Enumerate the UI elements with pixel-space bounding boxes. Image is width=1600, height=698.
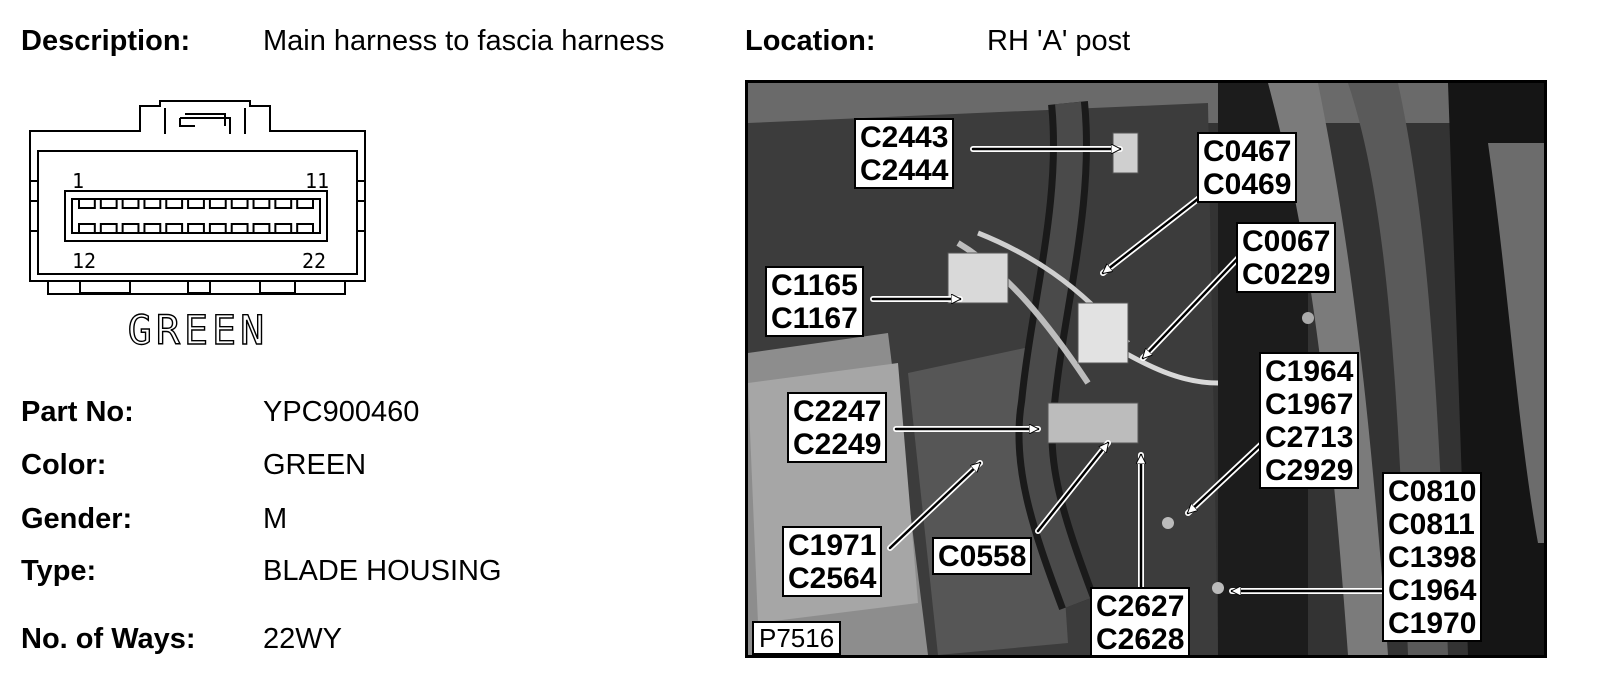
- callout-code: C0469: [1203, 168, 1292, 201]
- callout-code: C2628: [1096, 623, 1185, 656]
- pin-label-first-top: 1: [72, 169, 84, 193]
- callout-code: C0067: [1242, 225, 1331, 258]
- callout-c0558: C0558: [932, 537, 1033, 575]
- pin-label-last-top: 11: [305, 169, 329, 193]
- terminal-slot-top: [99, 199, 118, 209]
- terminal-slot-top: [78, 199, 96, 209]
- terminal-slot-top: [230, 199, 249, 209]
- callout-c0067-c0229: C0067 C0229: [1236, 222, 1337, 293]
- terminal-slot-bottom: [252, 223, 271, 233]
- callout-code: C1964: [1265, 355, 1354, 388]
- terminal-slot-top: [296, 199, 314, 209]
- callout-code: C2443: [860, 121, 949, 154]
- location-photo: C2443 C2444 C0467 C0469 C0067 C0229 C116…: [745, 80, 1547, 658]
- callout-c1971-c2564: C1971 C2564: [782, 526, 883, 597]
- callout-c2247-c2249: C2247 C2249: [787, 392, 888, 463]
- callout-code: C1970: [1388, 607, 1477, 640]
- pin-label-first-bottom: 12: [72, 249, 96, 273]
- terminal-slot-bottom: [78, 223, 96, 233]
- type-value: BLADE HOUSING: [263, 555, 502, 587]
- terminal-slot-bottom: [208, 223, 227, 233]
- callout-c0467-c0469: C0467 C0469: [1197, 132, 1298, 203]
- terminal-slot-bottom: [274, 223, 293, 233]
- callout-code: C2249: [793, 428, 882, 461]
- color-value: GREEN: [263, 449, 367, 481]
- terminal-slot-bottom: [187, 223, 205, 233]
- color-label: Color:: [21, 449, 107, 481]
- callout-c0810-c1970: C0810 C0811 C1398 C1964 C1970: [1382, 472, 1483, 642]
- callout-c2627-c2628: C2627 C2628: [1090, 587, 1191, 656]
- location-value: RH 'A' post: [987, 25, 1131, 57]
- callout-code: C2929: [1265, 454, 1354, 487]
- terminal-slot-bottom: [296, 223, 314, 233]
- terminal-slot-bottom: [99, 223, 118, 233]
- ways-value: 22WY: [263, 623, 342, 655]
- callout-code: C1398: [1388, 541, 1477, 574]
- part-no-value: YPC900460: [263, 396, 420, 428]
- terminal-slot-bottom: [230, 223, 249, 233]
- callout-c1964-c2929: C1964 C1967 C2713 C2929: [1259, 352, 1360, 489]
- terminal-slot-top: [143, 199, 162, 209]
- callout-code: C2564: [788, 562, 877, 595]
- terminal-slot-bottom: [165, 223, 184, 233]
- terminal-slot-top: [274, 199, 293, 209]
- callout-code: C2713: [1265, 421, 1354, 454]
- terminal-slot-top: [121, 199, 140, 209]
- callout-code: C1964: [1388, 574, 1477, 607]
- location-label: Location:: [745, 25, 876, 57]
- terminal-slot-top: [208, 199, 227, 209]
- type-label: Type:: [21, 555, 97, 587]
- terminal-slot-bottom: [121, 223, 140, 233]
- ways-label: No. of Ways:: [21, 623, 196, 655]
- connector-color-text: GREEN: [128, 308, 268, 354]
- leader-arrows: [870, 83, 1388, 596]
- callout-c2443-c2444: C2443 C2444: [854, 118, 955, 189]
- callout-code: C2444: [860, 154, 949, 187]
- terminal-slot-top: [252, 199, 271, 209]
- callout-code: C0558: [938, 540, 1027, 573]
- callout-code: C1167: [771, 302, 858, 335]
- terminal-slot-top: [187, 199, 205, 209]
- callout-code: C0467: [1203, 135, 1292, 168]
- part-no-label: Part No:: [21, 396, 134, 428]
- terminal-slot-bottom: [143, 223, 162, 233]
- terminal-slot-top: [165, 199, 184, 209]
- callout-code: C1967: [1265, 388, 1354, 421]
- connector-face-diagram: 1 11 12 22 GREEN: [29, 100, 366, 355]
- photo-reference-tag: P7516: [752, 621, 842, 655]
- pin-label-last-bottom: 22: [302, 249, 326, 273]
- callout-c1165-c1167: C1165 C1167: [765, 266, 864, 337]
- description-label: Description:: [21, 25, 191, 57]
- callout-code: C0810: [1388, 475, 1477, 508]
- callout-code: C2627: [1096, 590, 1185, 623]
- gender-value: M: [263, 503, 288, 535]
- gender-label: Gender:: [21, 503, 133, 535]
- description-value: Main harness to fascia harness: [263, 25, 665, 57]
- callout-code: C0229: [1242, 258, 1331, 291]
- callout-code: C1165: [771, 269, 858, 302]
- callout-code: C0811: [1388, 508, 1475, 541]
- callout-code: C1971: [788, 529, 877, 562]
- callout-code: C2247: [793, 395, 882, 428]
